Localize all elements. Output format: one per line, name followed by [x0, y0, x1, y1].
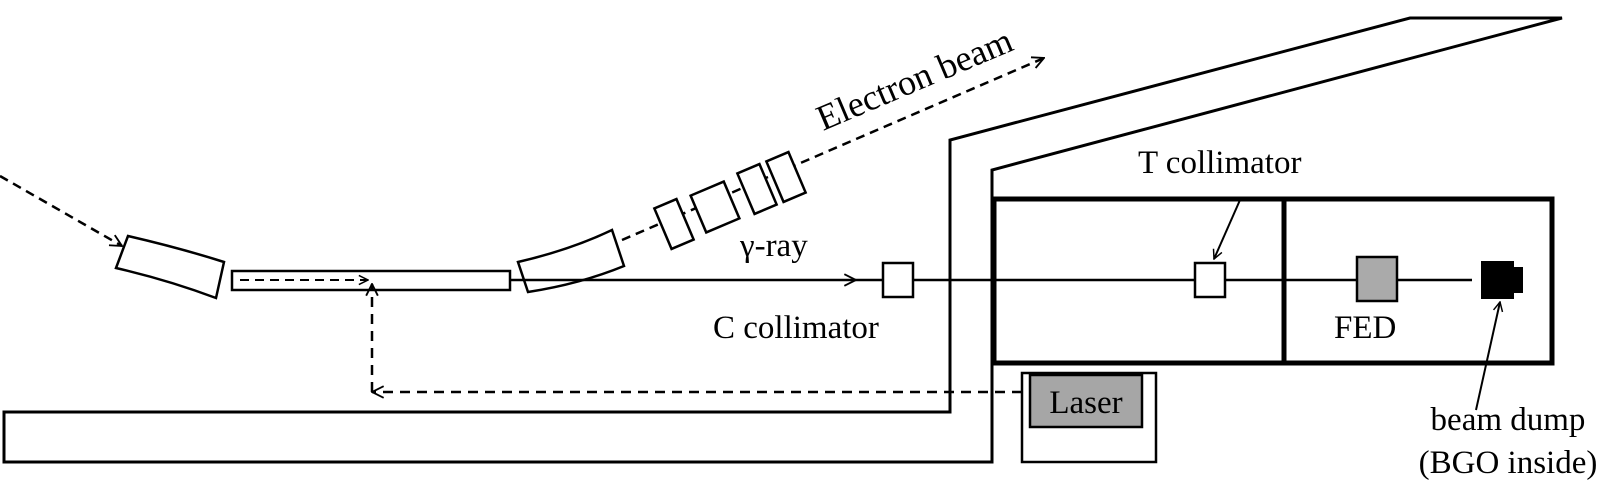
incoming-electron-beam	[0, 174, 122, 248]
beam-dump-label-line2: (BGO inside)	[1419, 445, 1598, 481]
c-collimator	[881, 261, 915, 299]
electron-beam-label: Electron beam	[810, 20, 1018, 138]
beam-dump-pointer	[1475, 302, 1500, 411]
bending-magnet-1	[114, 234, 226, 300]
gamma-ray-label: γ-ray	[739, 228, 808, 264]
beam-dump-label-line1: beam dump	[1431, 402, 1586, 438]
quadrupole-magnet-4	[764, 150, 808, 204]
quadrupole-magnet-1	[652, 197, 696, 251]
t-collimator-label: T collimator	[1138, 145, 1301, 181]
laser-box	[1028, 373, 1144, 429]
t-collimator	[1193, 261, 1227, 299]
quadrupole-magnet-3	[735, 162, 779, 216]
quadrupole-magnet-2	[688, 179, 742, 235]
quadrupole-magnets	[652, 150, 808, 251]
bending-magnet-2	[516, 228, 626, 294]
laser-label: Laser	[1049, 385, 1122, 421]
fed-detector	[1355, 255, 1399, 303]
outgoing-electron-beam	[621, 58, 1044, 242]
t-collimator-pointer	[1214, 199, 1241, 259]
shield-wall-outline	[2, 16, 1563, 464]
c-collimator-label: C collimator	[713, 310, 879, 346]
beam-dump	[1481, 261, 1523, 299]
fed-label: FED	[1334, 310, 1396, 346]
